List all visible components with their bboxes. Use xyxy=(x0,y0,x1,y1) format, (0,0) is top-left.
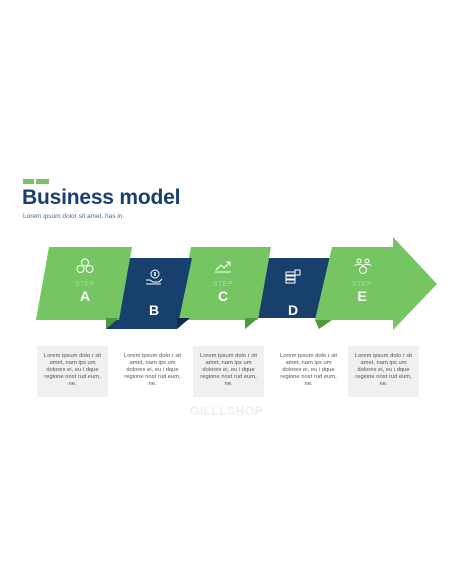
step-d-label: D xyxy=(270,302,316,318)
step-a-label: STEP A xyxy=(62,281,108,304)
money-hand-icon xyxy=(146,269,163,285)
step-c-description: Lorem ipsum dolo r sit amet, nam ips um … xyxy=(193,346,264,397)
step-e-arrow-shape xyxy=(315,237,437,330)
step-c-label: STEP C xyxy=(200,281,246,304)
step-b-shape xyxy=(106,258,192,329)
step-a-letter: A xyxy=(79,288,91,304)
page-title: Business model xyxy=(22,186,181,209)
step-c-shape xyxy=(176,247,271,320)
title-accent-bar-2 xyxy=(36,179,49,184)
step-b-description: Lorem ipsum dolo r sit amet, nam ips um … xyxy=(123,353,182,387)
step-e-fold xyxy=(315,320,332,329)
step-b-letter: B xyxy=(148,302,160,318)
step-b-label: B xyxy=(131,302,177,318)
step-e-letter: E xyxy=(357,288,367,304)
page-subtitle: Lorem ipsum dolor sit amet, has in. xyxy=(23,213,125,220)
step-a-fold xyxy=(106,318,119,329)
step-d-letter: D xyxy=(287,302,299,318)
step-e-label: STEP E xyxy=(339,281,385,304)
team-money-icon xyxy=(354,258,372,274)
step-c-letter: C xyxy=(217,288,229,304)
watermark: GILLLSHOP xyxy=(190,404,264,418)
step-c-fold xyxy=(245,318,258,329)
step-e-word: STEP xyxy=(351,281,373,288)
coins-icon xyxy=(76,258,94,273)
step-e-description: Lorem ipsum dolo r sit amet, nam ips um … xyxy=(348,346,419,397)
step-a-word: STEP xyxy=(74,281,96,288)
step-b-fold xyxy=(177,318,190,329)
money-stack-icon xyxy=(285,269,301,284)
title-accent-bar-1 xyxy=(23,179,34,184)
step-d-shape xyxy=(248,258,331,318)
step-c-word: STEP xyxy=(212,281,234,288)
step-a-description: Lorem ipsum dolo r sit amet, nam ips um … xyxy=(37,346,108,397)
step-a-shape xyxy=(36,247,132,320)
step-d-description: Lorem ipsum dolo r sit amet, nam ips um … xyxy=(279,353,338,387)
chart-growth-icon xyxy=(215,261,231,273)
